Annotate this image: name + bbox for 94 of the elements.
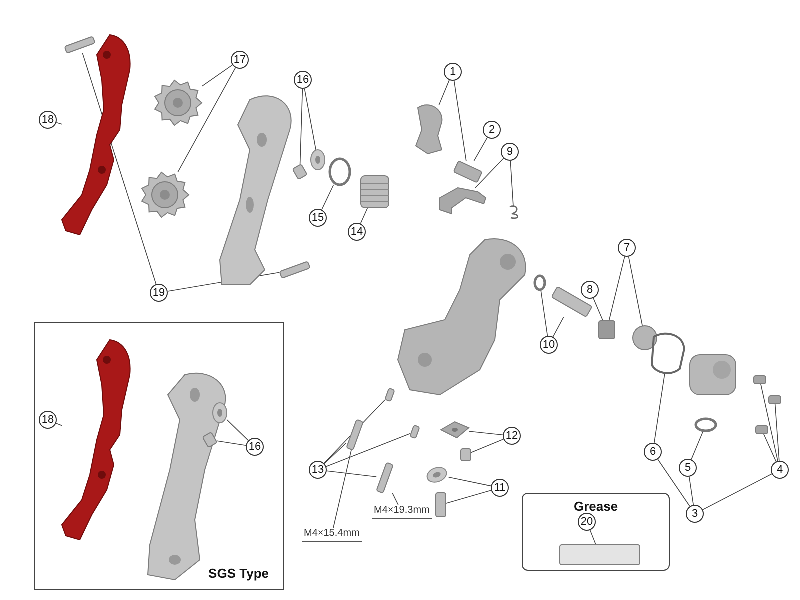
leader-line [446,490,492,504]
leader-line [470,439,504,454]
leader-line [608,256,626,322]
leader-line [689,476,694,506]
coil-spring [360,176,390,208]
leader-line [324,442,347,464]
leader-line [56,423,62,426]
leader-line [691,430,704,460]
outer-cage-plate [62,34,131,236]
leader-line [774,404,780,462]
callout-number: 16 [294,71,312,89]
callout-number: 4 [771,461,789,479]
leader-line [56,122,62,125]
snap-ring [328,158,352,186]
callout-number: 14 [348,223,366,241]
callout-number: 20 [578,513,596,531]
leader-line [392,492,399,506]
callout-number: 15 [309,209,327,227]
washer [426,467,448,483]
leader-line [763,434,777,462]
callout-number: 10 [540,336,558,354]
seal-ring [651,332,686,374]
callout-number: 7 [618,239,636,257]
pulley-wheel [154,80,203,126]
inset-panel [34,322,284,590]
leader-line [454,80,467,162]
bushing [202,432,218,448]
leader-line [654,373,666,444]
callout-number: 1 [444,63,462,81]
bolt [460,448,472,462]
cable-bracket [694,418,718,432]
callout-number: 8 [581,281,599,299]
lever-arm [440,187,487,215]
leader-line [590,530,596,546]
leader-line [552,316,564,338]
callout-number: 18 [39,411,57,429]
bolt-size-label: M4×19.3mm [372,505,432,519]
leader-line [216,440,246,446]
leader-line [658,459,690,507]
panel-title: Grease [574,499,618,514]
callout-number: 16 [246,438,264,456]
set-screw [384,388,396,402]
washer [212,402,228,424]
leader-line [326,470,377,478]
leader-line [438,80,450,106]
callout-number: 2 [483,121,501,139]
leader-line [628,256,643,326]
clutch-unit [598,320,616,340]
leader-line [333,450,352,528]
screw [756,426,768,434]
callout-number: 12 [503,427,521,445]
leader-line [360,208,368,224]
o-ring [534,274,546,292]
leader-line [178,68,236,173]
callout-number: 13 [309,461,327,479]
callout-number: 19 [150,284,168,302]
leader-line [475,158,504,188]
grease-panel [522,493,670,571]
leader-line [300,88,304,165]
leader-line [510,160,514,207]
leader-line [760,384,778,462]
callout-number: 9 [501,143,519,161]
leader-line [593,298,604,322]
screw [754,376,766,384]
link-knuckle [416,104,443,154]
callout-number: 5 [679,459,697,477]
washer [310,150,326,170]
leader-line [226,419,249,442]
leader-line [322,184,334,210]
panel-title: SGS Type [208,566,269,581]
screw [768,396,782,404]
grease-tube [560,544,640,566]
callout-number: 3 [686,505,704,523]
leader-line [540,290,548,336]
callout-number: 18 [39,111,57,129]
leader-line [468,431,504,436]
pulley-wheel [141,172,190,218]
outer-cage-plate [62,340,131,540]
callout-number: 6 [644,443,662,461]
bushing [436,492,446,518]
leader-line [202,64,233,87]
plate-washer [440,421,470,439]
leader-line [448,477,492,487]
clutch-cap [632,326,658,350]
leader-line [326,434,410,468]
bolt-size-label: M4×15.4mm [302,528,362,542]
bushing [292,164,308,180]
leader-line [702,474,772,510]
set-screw [410,424,420,440]
callout-number: 17 [231,51,249,69]
callout-number: 11 [491,479,509,497]
leader-line [474,137,488,162]
spring-clip [510,206,518,220]
leader-line [304,88,316,150]
